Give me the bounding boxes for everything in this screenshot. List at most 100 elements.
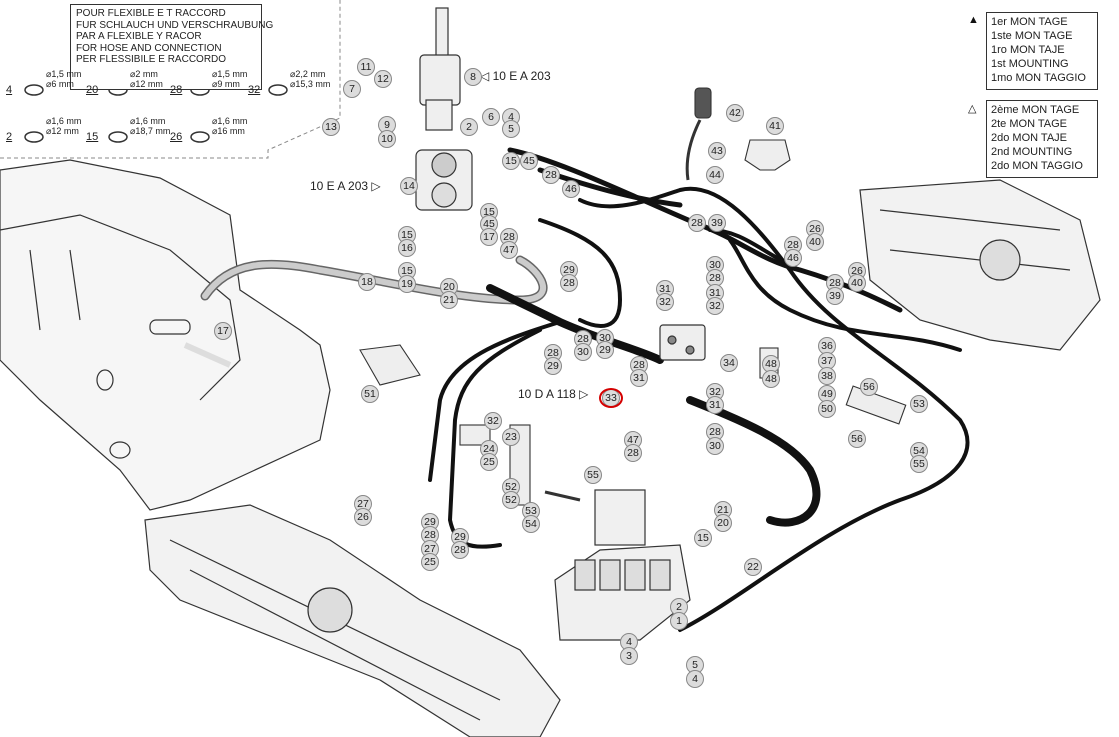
part-callout-56[interactable]: 56 [848,430,866,448]
part-callout-17[interactable]: 17 [214,322,232,340]
note-line: FUR SCHLAUCH UND VERSCHRAUBUNG [76,19,274,31]
part-callout-10[interactable]: 10 [378,130,396,148]
part-callout-48[interactable]: 48 [762,370,780,388]
seal-part-number: 20 [86,84,99,96]
part-callout-53[interactable]: 53 [910,395,928,413]
part-callout-39[interactable]: 39 [826,287,844,305]
part-callout-14[interactable]: 14 [400,177,418,195]
part-callout-20[interactable]: 20 [714,514,732,532]
part-callout-18[interactable]: 18 [358,273,376,291]
part-callout-49[interactable]: 49 [818,385,836,403]
part-callout-46[interactable]: 46 [784,249,802,267]
part-callout-2[interactable]: 2 [460,118,478,136]
part-callout-17[interactable]: 17 [480,228,498,246]
hydraulic-tank [0,159,331,511]
part-callout-28[interactable]: 28 [624,444,642,462]
distributor-block [554,489,691,641]
part-callout-56[interactable]: 56 [860,378,878,396]
part-callout-25[interactable]: 25 [421,553,439,571]
part-callout-45[interactable]: 45 [520,152,538,170]
note-line: FOR HOSE AND CONNECTION [76,42,222,54]
part-callout-32[interactable]: 32 [656,293,674,311]
part-callout-28[interactable]: 28 [688,214,706,232]
part-callout-31[interactable]: 31 [630,369,648,387]
mounting-line: 2do MON TAJE [991,132,1068,144]
part-callout-21[interactable]: 21 [440,291,458,309]
mounting-line: 1ste MON TAGE [991,30,1073,42]
mounting-line: 1st MOUNTING [991,58,1069,70]
part-callout-15[interactable]: 15 [694,529,712,547]
part-callout-40[interactable]: 40 [806,233,824,251]
part-callout-1[interactable]: 1 [670,612,688,630]
mounting-line: 2do MON TAGGIO [991,160,1083,172]
hose-connection-note: POUR FLEXIBLE E T RACCORD FUR SCHLAUCH U… [70,4,274,90]
cross-reference-text: 10 D A 118 [518,387,576,401]
part-callout-15[interactable]: 15 [502,152,520,170]
part-callout-30[interactable]: 30 [574,343,592,361]
seal-dimension: ⌀2,2 mm [290,69,326,79]
part-callout-54[interactable]: 54 [522,515,540,533]
note-line: PAR A FLEXIBLE Y RACOR [76,31,202,42]
part-callout-40[interactable]: 40 [848,274,866,292]
part-callout-26[interactable]: 26 [354,508,372,526]
part-callout-29[interactable]: 29 [544,357,562,375]
part-callout-29[interactable]: 29 [596,341,614,359]
part-callout-4[interactable]: 4 [686,670,704,688]
part-callout-55[interactable]: 55 [910,455,928,473]
part-callout-51[interactable]: 51 [361,385,379,403]
part-callout-55[interactable]: 55 [584,466,602,484]
mounting-line: 1mo MON TAGGIO [991,72,1086,84]
part-callout-12[interactable]: 12 [374,70,392,88]
part-callout-22[interactable]: 22 [744,558,762,576]
part-callout-19[interactable]: 19 [398,275,416,293]
seal-part-number: 28 [170,84,183,96]
highlighted-part-marker [599,388,623,408]
part-callout-36[interactable]: 36 [818,337,836,355]
seal-dimension: ⌀16 mm [212,126,245,136]
front-axle [859,179,1101,351]
note-line: PER FLESSIBILE E RACCORDO [76,54,227,65]
part-callout-8[interactable]: 8 [464,68,482,86]
outline-triangle-icon: △ [968,103,977,115]
mounting-line: 1er MON TAGE [991,16,1068,28]
cross-reference[interactable]: 10 E A 203 ▷ [310,179,381,193]
part-callout-31[interactable]: 31 [706,396,724,414]
part-callout-5[interactable]: 5 [502,120,520,138]
first-mounting-legend: 1er MON TAGE 1ste MON TAGE 1ro MON TAJE … [986,12,1098,90]
part-callout-6[interactable]: 6 [482,108,500,126]
part-callout-23[interactable]: 23 [502,428,520,446]
part-callout-41[interactable]: 41 [766,117,784,135]
cross-reference-text: 10 E A 203 [310,179,369,193]
seal-part-number: 15 [86,131,99,143]
part-callout-11[interactable]: 11 [357,58,375,76]
part-callout-50[interactable]: 50 [818,400,836,418]
part-callout-28[interactable]: 28 [451,541,469,559]
part-callout-30[interactable]: 30 [706,437,724,455]
part-callout-39[interactable]: 39 [708,214,726,232]
cross-reference[interactable]: 10 D A 118 ▷ [518,387,589,401]
part-callout-34[interactable]: 34 [720,354,738,372]
cross-reference-text: 10 E A 203 [492,69,551,83]
part-callout-38[interactable]: 38 [818,367,836,385]
part-callout-7[interactable]: 7 [343,80,361,98]
seal-part-number: 4 [6,84,13,96]
part-callout-42[interactable]: 42 [726,104,744,122]
legend-separator [0,0,341,159]
part-callout-44[interactable]: 44 [706,166,724,184]
part-callout-28[interactable]: 28 [542,166,560,184]
part-callout-28[interactable]: 28 [560,274,578,292]
seal-dimension: ⌀18,7 mm [130,126,171,136]
part-callout-16[interactable]: 16 [398,239,416,257]
part-callout-32[interactable]: 32 [484,412,502,430]
part-callout-25[interactable]: 25 [480,453,498,471]
part-callout-47[interactable]: 47 [500,241,518,259]
part-callout-32[interactable]: 32 [706,297,724,315]
cross-reference[interactable]: ◁ 10 E A 203 [480,69,551,83]
seal-part-number: 26 [170,131,183,143]
part-callout-43[interactable]: 43 [708,142,726,160]
part-callout-52[interactable]: 52 [502,491,520,509]
mounting-line: 1ro MON TAJE [991,44,1065,56]
part-callout-13[interactable]: 13 [322,118,340,136]
part-callout-3[interactable]: 3 [620,647,638,665]
part-callout-46[interactable]: 46 [562,180,580,198]
